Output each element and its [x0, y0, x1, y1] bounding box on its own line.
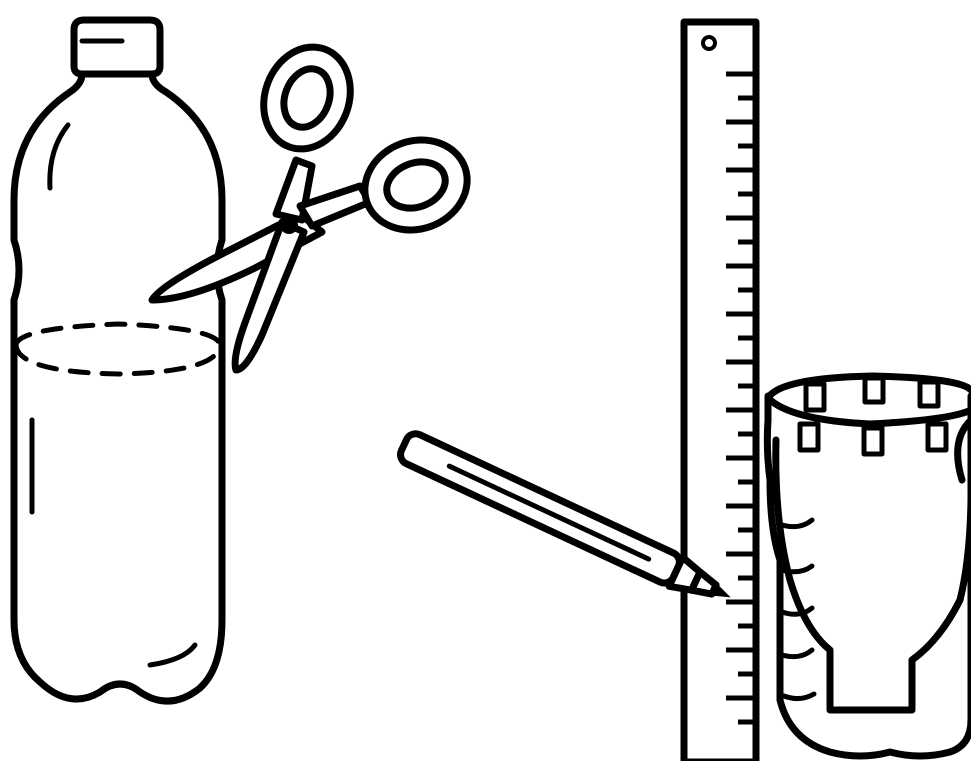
scissors-icon	[152, 35, 480, 370]
cut-bottle-icon	[767, 376, 971, 756]
ruler-icon	[684, 22, 756, 761]
bottle-icon	[14, 20, 222, 701]
dashed-line-icon	[16, 324, 220, 374]
